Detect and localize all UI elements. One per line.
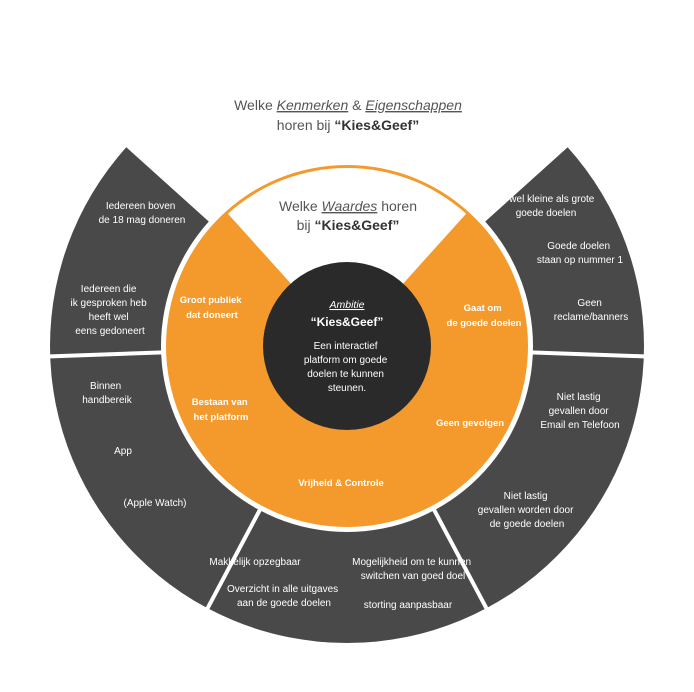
item-doelen-nummer-1: Goede doelen staan op nummer 1 xyxy=(537,241,624,266)
value-geen-gevolgen: Geen gevolgen xyxy=(436,418,504,429)
value-groot-publiek: Groot publiek dat doneert xyxy=(180,295,244,321)
item-gesproken-gedoneert: Iedereen die ik gesproken heb heeft wel … xyxy=(71,284,150,337)
value-vrijheid-controle: Vrijheid & Controle xyxy=(298,478,384,489)
item-overzicht-uitgaves: Overzicht in alle uitgaves aan de goede … xyxy=(227,584,341,609)
segment-divider-3 xyxy=(204,503,265,612)
item-niet-lastig-doelen: Niet lastig gevallen worden door de goed… xyxy=(478,491,576,530)
segment-left: Binnen handbereik App (Apple Watch) xyxy=(82,381,186,509)
segment-divider-4 xyxy=(47,350,168,359)
segment-divider-2 xyxy=(429,503,490,612)
item-kleine-grote-doelen: Zo wel kleine als grote goede doelen xyxy=(495,194,597,219)
item-boven-18: Iedereen boven de 18 mag doneren xyxy=(99,201,186,226)
item-storting-aanpasbaar: storting aanpasbaar xyxy=(364,600,453,611)
values: Groot publiek dat doneert Gaat om de goe… xyxy=(180,295,522,489)
core-name: “Kies&Geef” xyxy=(311,315,384,329)
segment-top-left: Iedereen boven de 18 mag doneren Iederee… xyxy=(71,201,186,337)
segment-right: Niet lastig gevallen door Email en Telef… xyxy=(478,392,620,530)
value-gaat-om-goede-doelen: Gaat om de goede doelen xyxy=(447,303,522,329)
diagram-rings xyxy=(47,46,647,643)
segment-divider-1 xyxy=(526,350,647,359)
segment-bottom: Makkelijk opzegbaar Overzicht in alle ui… xyxy=(209,557,474,611)
segment-top-right: Zo wel kleine als grote goede doelen Goe… xyxy=(495,194,628,323)
outer-heading: Welke Kenmerken & Eigenschappen horen bi… xyxy=(234,97,462,133)
outer-heading-line2: horen bij “Kies&Geef” xyxy=(277,117,419,133)
inner-heading-line1: Welke Waardes horen xyxy=(279,198,417,214)
inner-heading: Welke Waardes horen bij “Kies&Geef” xyxy=(279,198,417,233)
inner-heading-line2: bij “Kies&Geef” xyxy=(297,217,400,233)
value-bestaan-platform: Bestaan van het platform xyxy=(192,397,251,423)
item-binnen-handbereik: Binnen handbereik xyxy=(82,381,132,406)
core-ambition: Ambitie “Kies&Geef” Een interactief plat… xyxy=(304,299,390,394)
item-apple-watch: (Apple Watch) xyxy=(124,498,187,509)
core-title: Ambitie xyxy=(328,299,364,311)
item-niet-lastig-email: Niet lastig gevallen door Email en Telef… xyxy=(540,392,619,431)
item-geen-reclame: Geen reclame/banners xyxy=(554,298,628,323)
inner-heading-wedge xyxy=(227,167,467,346)
outer-heading-line1: Welke Kenmerken & Eigenschappen xyxy=(234,97,462,113)
core-description: Een interactief platform om goede doelen… xyxy=(304,341,390,394)
item-app: App xyxy=(114,446,132,457)
item-switchen-doel: Mogelijkheid om te kunnen switchen van g… xyxy=(352,557,474,582)
core-circle xyxy=(263,262,431,430)
item-makkelijk-opzegbaar: Makkelijk opzegbaar xyxy=(209,557,301,568)
